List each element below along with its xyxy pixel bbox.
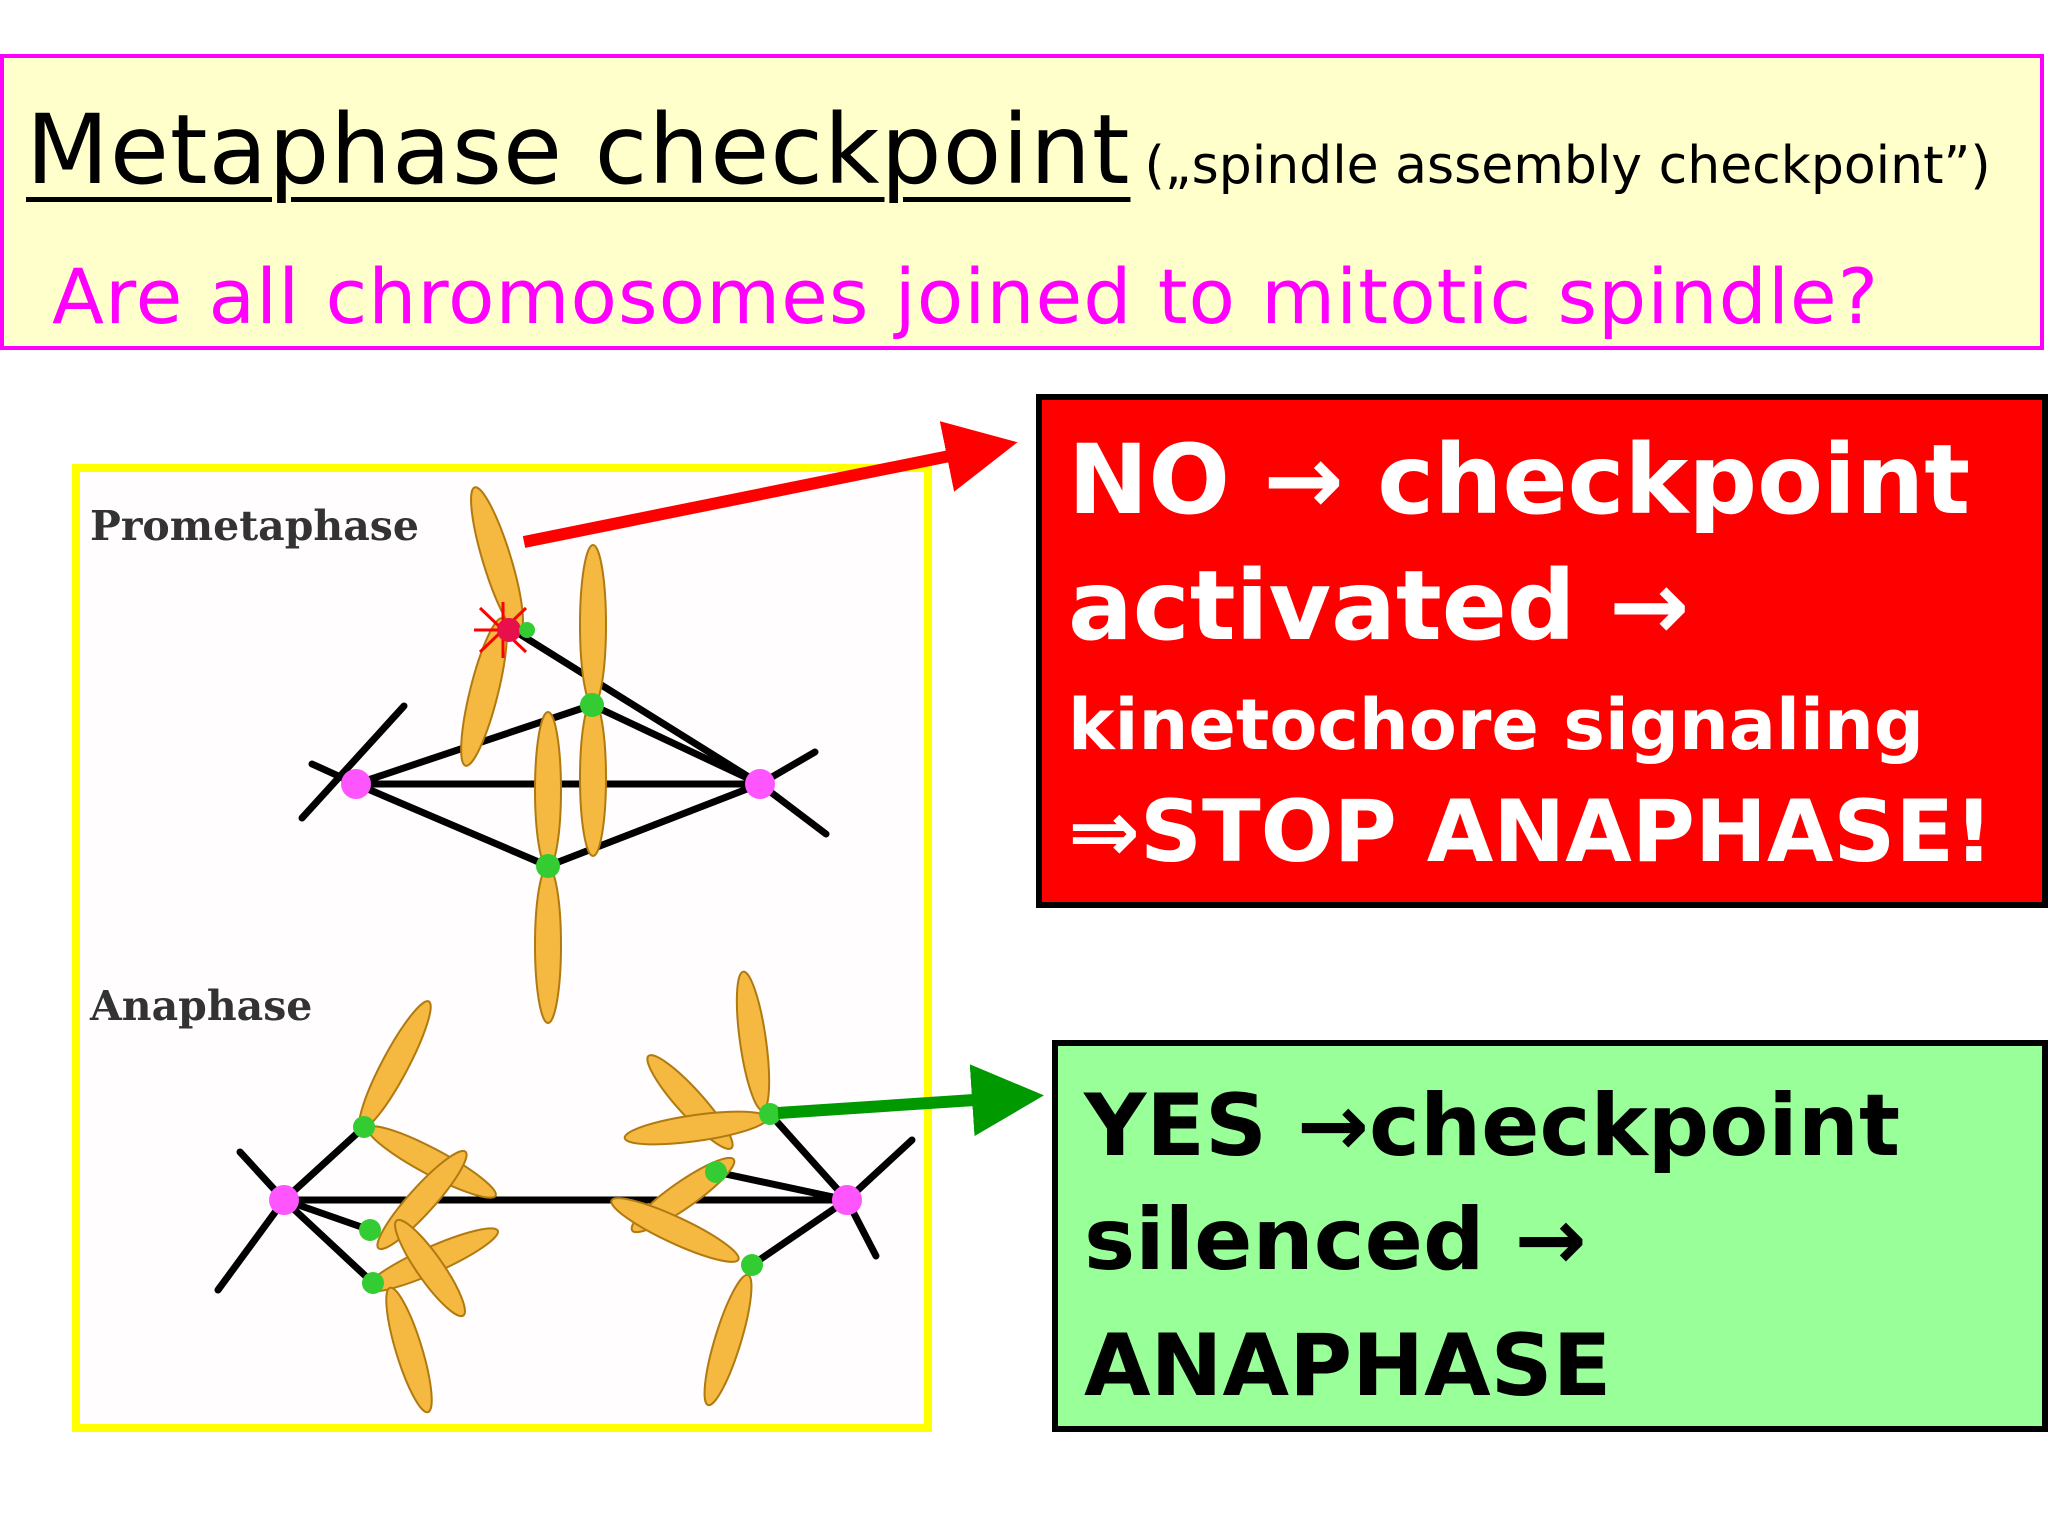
prometaphase-label: Prometaphase (90, 502, 419, 550)
checkpoint-question: Are all chromosomes joined to mitotic sp… (52, 252, 1880, 341)
kinetochore (362, 1272, 384, 1294)
spindle-pole-right (832, 1185, 862, 1215)
chromosome-arm (610, 1197, 740, 1263)
anaphase-spindle (214, 1110, 916, 1294)
anaphase-chromosomes (358, 970, 771, 1414)
kinetochore (536, 854, 560, 878)
chromosome-lower-arm (534, 866, 562, 1024)
kinetochore (580, 693, 604, 717)
chromosome-upper-arm (579, 699, 607, 857)
yes-outcome-box: YES →checkpoint silenced → ANAPHASE (1052, 1040, 2048, 1432)
chromosome-lower-arm (534, 711, 562, 869)
spindle-pole-right (745, 769, 775, 799)
kinetochore (359, 1219, 381, 1241)
chromosome-arm (385, 1286, 433, 1414)
no-outcome-line-2: activated → (1068, 550, 1690, 662)
yes-outcome-line-3: ANAPHASE (1084, 1316, 1612, 1416)
no-outcome-box: NO → checkpoint activated → kinetochore … (1036, 394, 2048, 908)
no-outcome-line-3: kinetochore signaling (1068, 684, 1924, 766)
yes-arrow (777, 1064, 1044, 1137)
anaphase-label: Anaphase (90, 982, 313, 1030)
title-row: Metaphase checkpoint(„spindle assembly c… (26, 94, 1991, 206)
no-outcome-line-4: ⇒STOP ANAPHASE! (1068, 782, 1994, 882)
unattached-kinetochore (497, 618, 521, 642)
kinetochore (353, 1116, 375, 1138)
chromosome-arm (394, 1218, 466, 1318)
kinetochore (741, 1254, 763, 1276)
no-outcome-line-1: NO → checkpoint (1068, 424, 1971, 536)
header-banner: Metaphase checkpoint(„spindle assembly c… (0, 54, 2044, 350)
spindle-pole-left (341, 769, 371, 799)
kinetochore (705, 1161, 727, 1183)
chromosome-upper-arm (579, 544, 607, 706)
slide-title: Metaphase checkpoint (26, 94, 1131, 206)
kinetochore (759, 1103, 781, 1125)
no-arrow (522, 421, 1018, 548)
yes-outcome-line-1: YES →checkpoint (1084, 1076, 1901, 1176)
yes-outcome-line-2: silenced → (1084, 1190, 1587, 1290)
spindle-pole-left (269, 1185, 299, 1215)
kinetochore (519, 622, 535, 638)
slide-subtitle: („spindle assembly checkpoint”) (1144, 136, 1991, 196)
